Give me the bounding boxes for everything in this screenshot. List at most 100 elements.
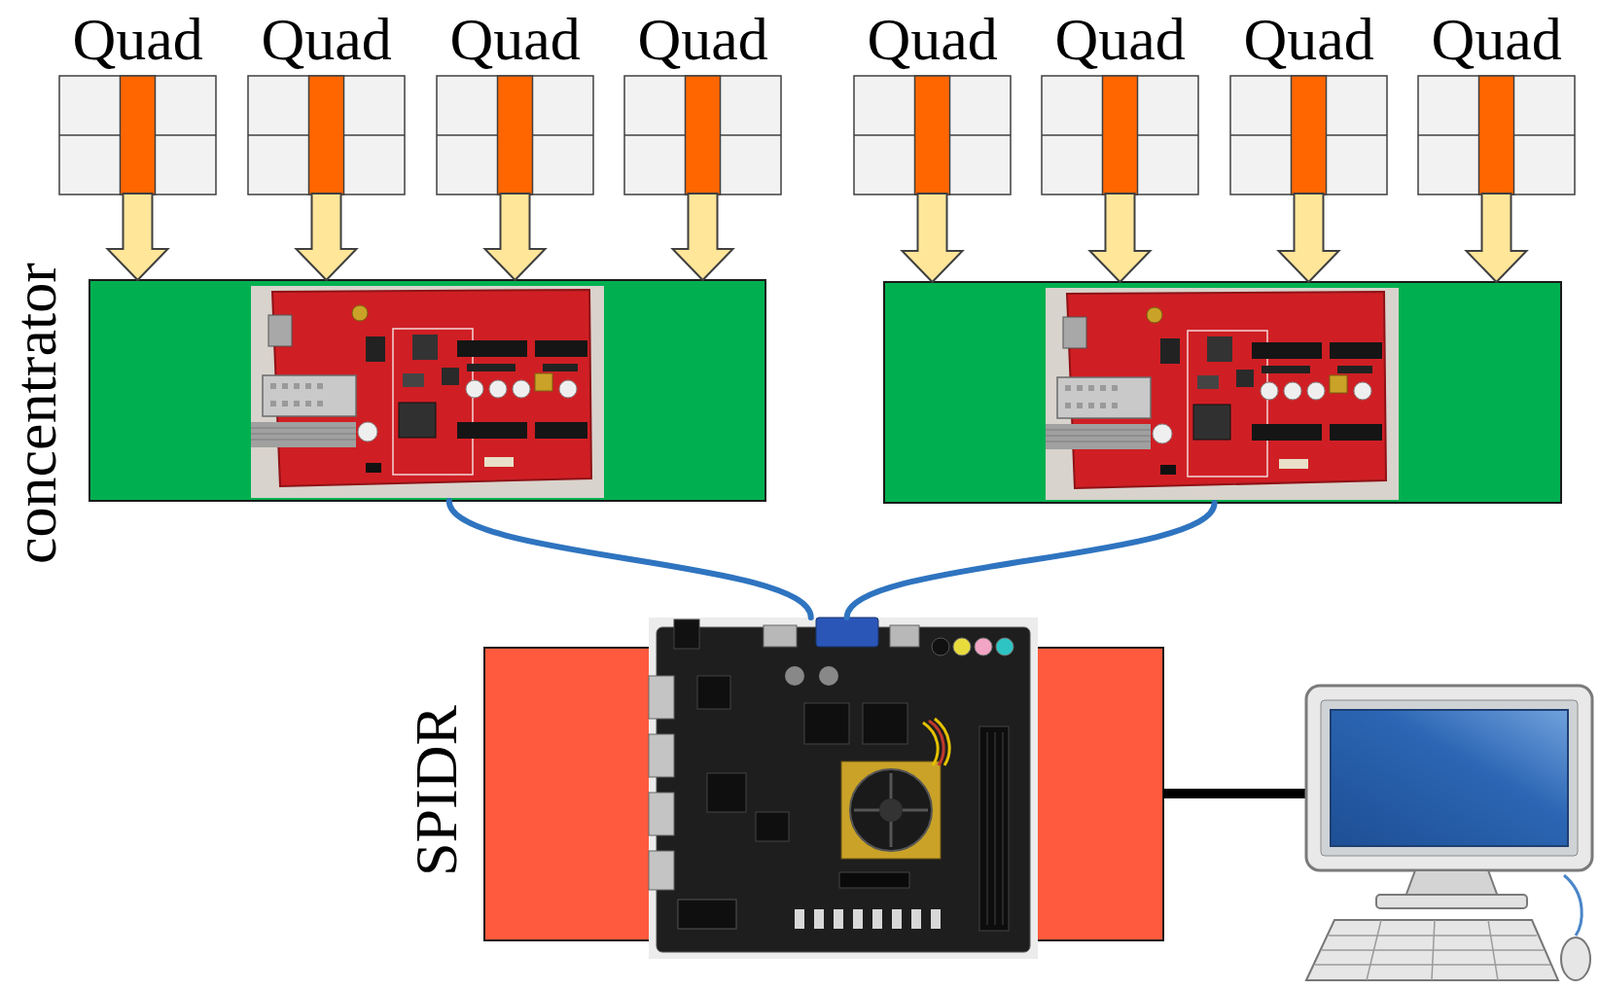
genesys-photo: [648, 734, 675, 778]
genesys-photo: [677, 899, 737, 929]
block-arrow: [107, 193, 169, 281]
genesys-photo: [707, 773, 747, 813]
genesys-photo: [794, 909, 805, 929]
computer-icon: [1561, 937, 1591, 981]
genesys-photo: [648, 792, 675, 836]
genesys-photo: [850, 769, 932, 852]
quad-sensor: [853, 75, 1011, 195]
quad-module: Quad: [1418, 8, 1575, 194]
genesys-photo: [979, 726, 1009, 931]
computer-icon: [1488, 920, 1498, 981]
block-arrow: [1279, 193, 1340, 283]
genesys-photo: [987, 732, 1003, 925]
genesys-photo: [794, 909, 941, 929]
block-arrow: [296, 193, 357, 281]
computer-icon: [1564, 875, 1582, 936]
block-arrow: [902, 193, 963, 283]
computer-icon: [1306, 685, 1593, 871]
genesys-photo: [923, 722, 938, 766]
genesys-photo: [930, 909, 941, 929]
block-arrow: [1090, 193, 1151, 283]
genesys-photo: [995, 638, 1014, 656]
block-arrow: [1466, 193, 1528, 283]
genesys-photo: [953, 638, 971, 656]
genesys-photo: [784, 666, 805, 686]
genesys-photo: [872, 909, 883, 929]
module-label: Quad: [1055, 8, 1186, 70]
genesys-photo: [839, 872, 910, 889]
network-cable: [1163, 788, 1309, 799]
genesys-photo: [974, 638, 993, 656]
genesys-photo: [648, 675, 675, 719]
concentrator-panel: [89, 280, 766, 501]
genesys-photo: [911, 909, 922, 929]
genesys-photo: [889, 773, 893, 799]
module-label: Quad: [638, 8, 769, 70]
genesys-photo: [853, 809, 880, 813]
genesys-photo: [814, 909, 824, 929]
quad-module: Quad: [1041, 8, 1199, 194]
computer-icon: [1405, 870, 1498, 897]
quad-module: Quad: [248, 8, 405, 194]
data-cable: [449, 500, 812, 618]
genesys-photo: [818, 666, 839, 686]
genesys-photo: [995, 732, 996, 925]
quad-sensor: [436, 75, 594, 195]
row-label: concentrator: [4, 262, 66, 565]
spidr-readout: SPIDR: [484, 617, 1164, 960]
genesys-photo: [648, 851, 675, 890]
genesys-photo: [853, 773, 928, 848]
module-label: Quad: [261, 8, 392, 70]
concentrator-panel: [884, 282, 1562, 503]
computer-icon: [1366, 920, 1382, 981]
genesys-photo: [879, 798, 903, 822]
computer-icon: [1431, 920, 1435, 981]
quad-sensor: [1418, 75, 1575, 195]
genesys-photo: [763, 625, 797, 647]
genesys-photo: [853, 909, 863, 929]
computer-icon: [1306, 685, 1593, 981]
module-label: Quad: [1244, 8, 1375, 70]
quad-module: Quad: [624, 8, 782, 194]
genesys-photo: [841, 761, 941, 859]
genesys-photo: [902, 809, 928, 813]
genesys-photo: [934, 718, 950, 766]
concentrator-board: [884, 282, 1562, 503]
quad-sensor: [1041, 75, 1199, 195]
computer-icon: [1306, 920, 1559, 981]
genesys-photo: [656, 627, 1031, 953]
computer-icon: [1328, 934, 1537, 937]
genesys-photo: [931, 638, 950, 656]
genesys-photo: [674, 619, 700, 649]
block-arrow: [485, 193, 546, 281]
row-label: SPIDR: [405, 705, 466, 877]
genesys-photo: [833, 909, 844, 929]
module-label: Quad: [450, 8, 581, 70]
genesys-photo: [889, 821, 893, 848]
genesys-photo: [1002, 732, 1004, 925]
quad-module: Quad: [853, 8, 1011, 194]
computer-icon: [1376, 894, 1528, 909]
genesys-photo: [755, 812, 789, 842]
quad-module: Quad: [436, 8, 594, 194]
quad-sensor: [59, 75, 216, 195]
block-arrow: [673, 193, 734, 281]
concentrator-photo: [1045, 287, 1399, 500]
computer-icon: [1330, 710, 1568, 847]
data-cable: [847, 502, 1215, 618]
quad-sensor: [624, 75, 782, 195]
genesys-photo: [889, 625, 920, 647]
genesys-photo: [804, 703, 850, 745]
genesys-photo: [648, 617, 1038, 960]
concentrator-photo: [250, 285, 605, 498]
quad-module: Quad: [59, 8, 216, 194]
genesys-photo: [697, 675, 731, 710]
genesys-photo: [862, 703, 908, 745]
genesys-photo: [648, 617, 1038, 960]
genesys-photo: [987, 732, 989, 925]
computer-icon: [1320, 700, 1578, 856]
